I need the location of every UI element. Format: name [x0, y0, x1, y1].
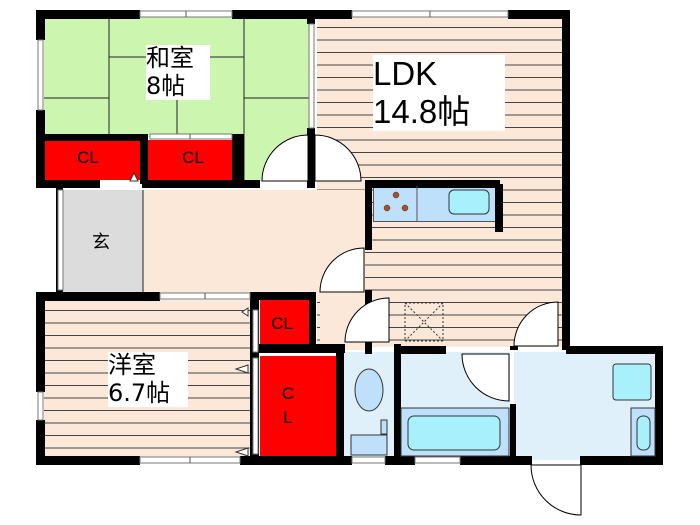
closet-2 — [148, 140, 234, 180]
genkan-label: 玄 — [92, 232, 110, 253]
washitsu-label: 和室 8帖 — [146, 44, 210, 101]
closet-3 — [260, 300, 309, 346]
closet-2-label: CL — [182, 148, 204, 167]
closet-4 — [260, 356, 336, 460]
closet-3-label: CL — [271, 314, 293, 333]
ldk-label: LDK 14.8帖 — [373, 55, 505, 131]
youshitsu-room — [44, 300, 252, 460]
youshitsu-name: 洋室 — [108, 351, 156, 379]
youshitsu-size: 6.7帖 — [108, 378, 171, 407]
genkan-area — [63, 190, 143, 295]
youshitsu-label: 洋室 6.7帖 — [108, 351, 188, 408]
closet-1-label: CL — [77, 148, 99, 167]
closet-4-label-bottom: L — [283, 408, 293, 427]
closet-1 — [44, 140, 140, 180]
washitsu-size: 8帖 — [146, 71, 186, 100]
ldk-name: LDK — [373, 55, 438, 92]
washitsu-name: 和室 — [146, 44, 194, 72]
ldk-size: 14.8帖 — [373, 92, 471, 130]
closet-4-label-top: C — [281, 384, 295, 403]
